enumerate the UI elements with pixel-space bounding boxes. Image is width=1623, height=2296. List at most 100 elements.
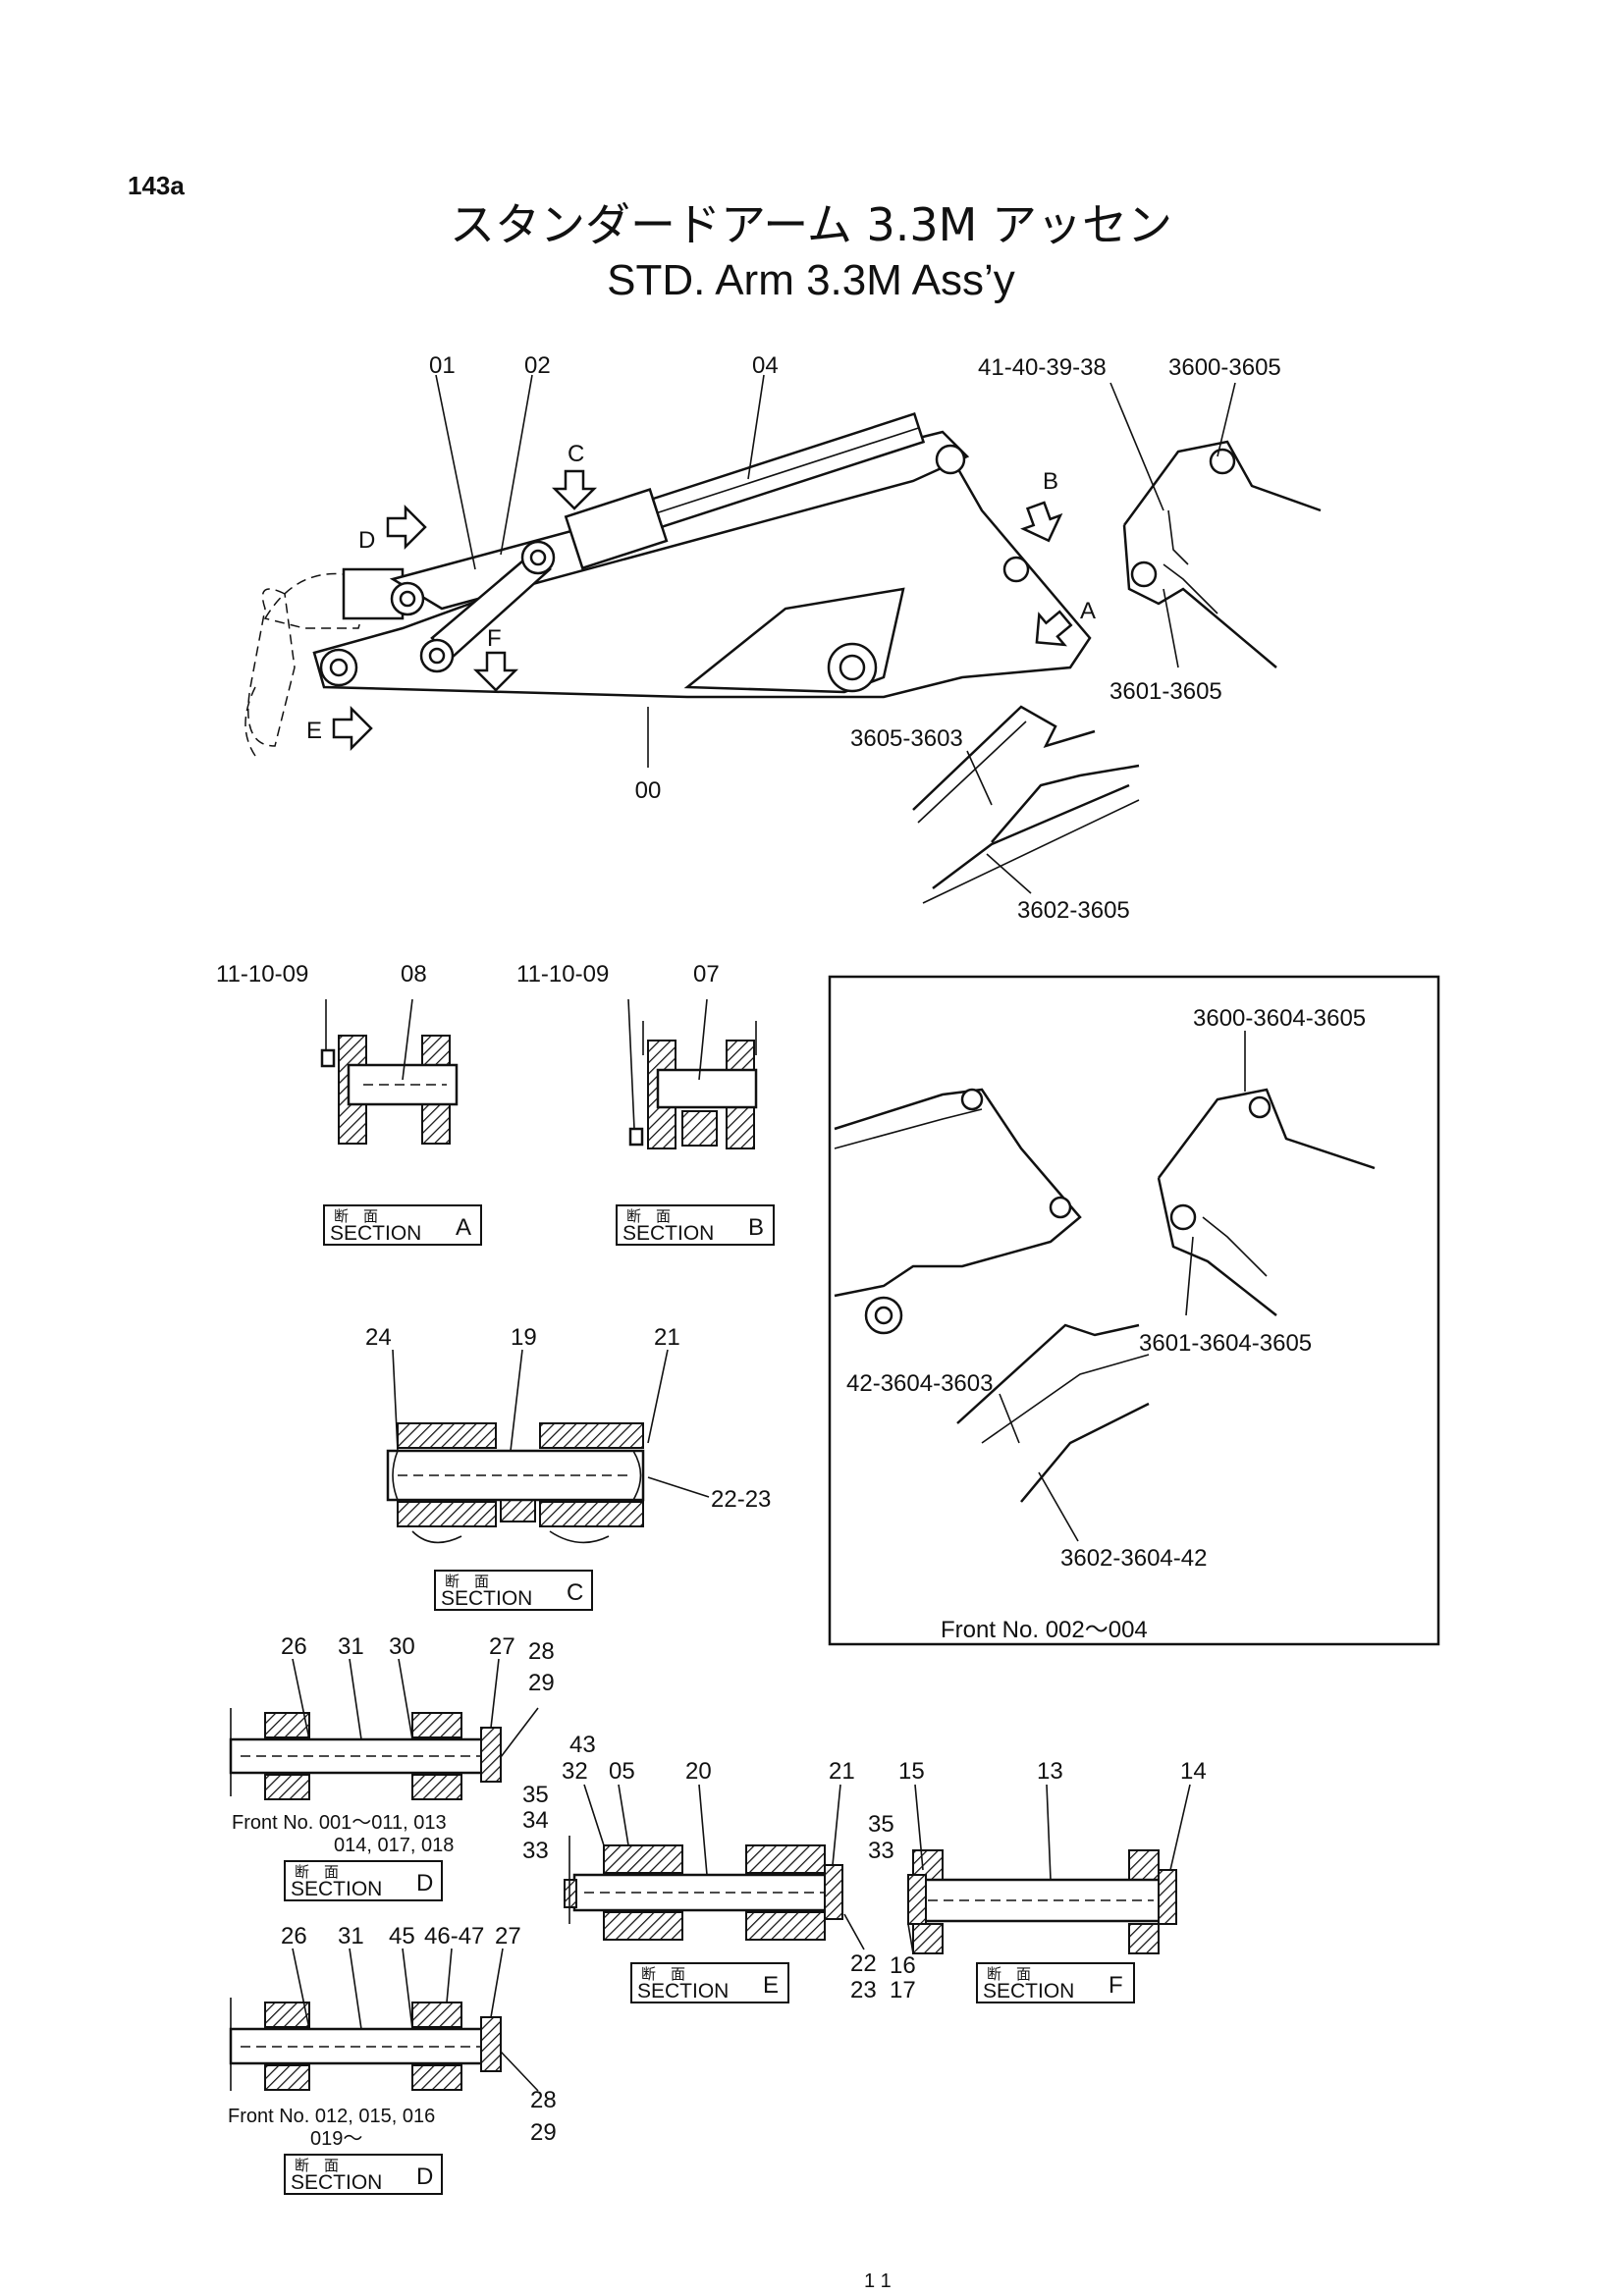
main-label-3602-3605: 3602-3605: [1017, 897, 1130, 924]
section-f-word: SECTION: [983, 1980, 1074, 2002]
section-d1: 26 31 30 27 28 29 Front No. 001～011, 013…: [229, 1633, 555, 1901]
arrow-label-d: D: [358, 527, 375, 554]
section-b-label-11-10-09: 11-10-09: [516, 961, 609, 988]
section-d1-jp: 断 面: [295, 1863, 339, 1881]
section-d2-label-31: 31: [338, 1923, 364, 1949]
inset-label-3601-3604-3605: 3601-3604-3605: [1139, 1330, 1312, 1357]
title-japanese: スタンダードアーム 3.3M アッセン: [450, 198, 1172, 251]
section-e: 43 32 05 20 21 35 34 33 35 33 22 23 断 面 …: [522, 1732, 894, 2003]
section-c: 24 19 21 22-23 断 面 SECTION C: [365, 1324, 771, 1611]
section-a: 11-10-09 08 断 面 SECTION A: [216, 961, 482, 1246]
section-d2-letter: D: [416, 2163, 433, 2190]
section-c-label-21: 21: [654, 1324, 680, 1351]
main-label-02: 02: [524, 352, 551, 379]
page-number: 143a: [128, 171, 185, 200]
section-b-letter: B: [748, 1214, 764, 1241]
section-e-label-23: 23: [850, 1977, 877, 2003]
inset-box: 3600-3604-3605 3601-3604-3605 42-3604-36…: [828, 975, 1440, 1646]
footer-mark: 1 1: [864, 2270, 892, 2292]
section-e-label-21: 21: [829, 1758, 855, 1785]
section-b: 11-10-09 07 断 面 SECTION B: [516, 961, 775, 1246]
section-f-jp: 断 面: [987, 1965, 1031, 1983]
main-label-3605-3603: 3605-3603: [850, 725, 963, 752]
section-d1-label-26: 26: [281, 1633, 307, 1660]
section-d1-label-30: 30: [389, 1633, 415, 1660]
section-d1-label-27: 27: [489, 1633, 515, 1660]
main-label-00: 00: [635, 777, 662, 804]
section-e-label-20: 20: [685, 1758, 712, 1785]
section-e-word: SECTION: [637, 1980, 729, 2002]
section-d1-front-no-1: Front No. 001～011, 013: [232, 1812, 447, 1834]
section-a-label-08: 08: [401, 961, 427, 988]
inset-label-3600-3604-3605: 3600-3604-3605: [1193, 1005, 1366, 1032]
section-d1-letter: D: [416, 1870, 433, 1896]
section-b-word: SECTION: [622, 1222, 714, 1245]
section-d1-front-no-2: 014, 017, 018: [334, 1835, 454, 1856]
section-d2-label-27: 27: [495, 1923, 521, 1949]
section-c-tag: [434, 1570, 593, 1611]
section-b-tag: [616, 1204, 775, 1246]
section-a-tag: [323, 1204, 482, 1246]
section-e-label-22: 22: [850, 1950, 877, 1977]
title-english: STD. Arm 3.3M Ass’y: [607, 256, 1015, 304]
arrow-label-e: E: [306, 718, 322, 744]
section-f-label-13: 13: [1037, 1758, 1063, 1785]
main-label-04: 04: [752, 352, 779, 379]
section-d2-jp: 断 面: [295, 2157, 339, 2174]
inset-label-3602-3604-42: 3602-3604-42: [1060, 1545, 1207, 1572]
cylinder-outline: [247, 588, 296, 747]
section-e-jp: 断 面: [641, 1965, 685, 1983]
section-d2-label-28: 28: [530, 2087, 557, 2113]
arrow-label-c: C: [568, 441, 584, 467]
inset-label-42-3604-3603: 42-3604-3603: [846, 1370, 993, 1397]
section-d2-tag: [284, 2154, 443, 2195]
section-f-label-15: 15: [898, 1758, 925, 1785]
section-d1-label-29: 29: [528, 1670, 555, 1696]
section-e-label-34: 34: [522, 1807, 549, 1834]
section-c-label-24: 24: [365, 1324, 392, 1351]
section-e-label-32: 32: [562, 1758, 588, 1785]
main-label-3600-3605: 3600-3605: [1168, 354, 1281, 381]
section-d1-word: SECTION: [291, 1878, 382, 1900]
section-d1-label-28: 28: [528, 1638, 555, 1665]
section-b-jp: 断 面: [626, 1207, 671, 1225]
section-f-label-14: 14: [1180, 1758, 1207, 1785]
section-f-label-17: 17: [890, 1977, 916, 2003]
section-f-tag: [976, 1962, 1135, 2003]
section-e-label-33-right: 33: [868, 1838, 894, 1864]
section-e-tag: [630, 1962, 789, 2003]
inset-front-no: Front No. 002～004: [941, 1617, 1148, 1643]
arrow-label-f: F: [487, 625, 502, 652]
section-c-label-19: 19: [511, 1324, 537, 1351]
section-d2-label-26: 26: [281, 1923, 307, 1949]
section-d1-label-31: 31: [338, 1633, 364, 1660]
section-d2-label-45: 45: [389, 1923, 415, 1949]
main-label-01: 01: [429, 352, 456, 379]
section-e-label-43: 43: [569, 1732, 596, 1758]
section-c-label-22-23: 22-23: [711, 1486, 771, 1513]
section-d2: 26 31 45 46-47 27 28 29 Front No. 012, 0…: [228, 1923, 557, 2195]
section-f-letter: F: [1109, 1972, 1123, 1999]
section-a-letter: A: [456, 1214, 471, 1241]
arrow-label-b: B: [1043, 468, 1058, 495]
section-a-word: SECTION: [330, 1222, 421, 1245]
section-a-jp: 断 面: [334, 1207, 378, 1225]
section-e-label-35-right: 35: [868, 1811, 894, 1838]
section-d2-word: SECTION: [291, 2171, 382, 2194]
section-b-label-07: 07: [693, 961, 720, 988]
main-label-3601-3605: 3601-3605: [1109, 678, 1222, 705]
main-arm-view: 01 02 04 00 C B D A F E 41-40-39-38 3600…: [244, 352, 1322, 924]
section-c-word: SECTION: [441, 1587, 532, 1610]
main-label-41-40-39-38: 41-40-39-38: [978, 354, 1107, 381]
section-e-label-05: 05: [609, 1758, 635, 1785]
section-d2-front-no-2: 019～: [310, 2128, 362, 2150]
section-e-label-35-left: 35: [522, 1782, 549, 1808]
section-d2-front-no-1: Front No. 012, 015, 016: [228, 2106, 435, 2127]
section-d2-label-29: 29: [530, 2119, 557, 2146]
section-f-label-16: 16: [890, 1952, 916, 1979]
section-d2-label-46-47: 46-47: [424, 1923, 484, 1949]
arrow-label-a: A: [1080, 598, 1096, 624]
section-a-label-11-10-09: 11-10-09: [216, 961, 308, 988]
section-c-letter: C: [567, 1579, 583, 1606]
